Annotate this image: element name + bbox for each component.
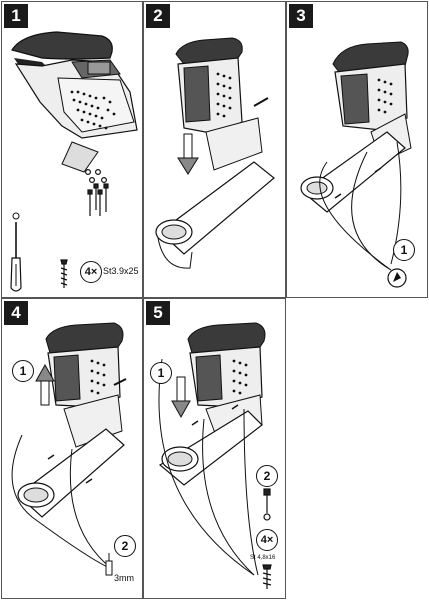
callout-1: 1 (12, 360, 34, 382)
step-number: 1 (4, 4, 28, 28)
step-number: 4 (4, 301, 28, 325)
screw-spec-label: St3.9x25 (103, 266, 139, 276)
hand-tighten-icon (387, 268, 407, 288)
step-number: 2 (146, 4, 170, 28)
quantity-badge: 4× (80, 261, 102, 283)
step-3-panel: 3 1 (286, 1, 428, 298)
armrest-installed-illustration (300, 41, 412, 288)
screw-spec-label: St 4,8x16 (250, 555, 276, 561)
step-number: 5 (146, 301, 170, 325)
down-arrow-icon (177, 133, 199, 175)
armrest-assembly-illustration (10, 31, 138, 292)
drill-size-label: 3mm (114, 573, 134, 583)
callout-2: 2 (114, 535, 136, 557)
screwdriver-icon (10, 212, 22, 292)
step-number: 3 (289, 4, 313, 28)
callout-1: 1 (393, 239, 415, 261)
armrest-lift-illustration (11, 322, 127, 576)
drill-icon (105, 553, 113, 576)
empty-panel (286, 298, 428, 599)
screw-icon (262, 488, 272, 589)
step-2-panel: 2 (143, 1, 286, 298)
up-arrow-icon (35, 363, 55, 406)
step-5-panel: 5 1 2 4× (143, 298, 286, 599)
step-4-panel: 4 1 2 3mm (1, 298, 143, 599)
down-arrow-icon (171, 376, 191, 419)
armrest-mount-illustration (155, 37, 275, 269)
callout-1: 1 (150, 362, 172, 384)
screw-icon (60, 259, 68, 288)
step-1-panel: 1 (1, 1, 143, 298)
quantity-badge: 4× (256, 529, 278, 551)
armrest-final-fix-illustration (158, 322, 272, 589)
callout-2: 2 (256, 465, 278, 487)
